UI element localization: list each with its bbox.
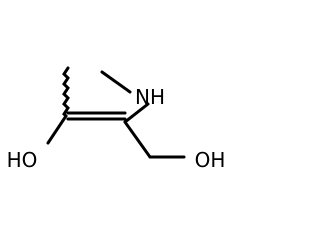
bond-nitrogen-carbon [123,102,150,124]
hydroxyl-left-label: HO [7,148,38,172]
bond-methyl-nitrogen [100,70,132,94]
wavy-bond-methyl [62,66,70,118]
nitrogen-label: NH [135,85,165,109]
hydroxyl-right-label: OH [195,148,226,172]
molecule-structure: NH HO OH [7,66,226,172]
bond-carbon-methylene [123,120,152,159]
bond-carbon-hydroxyl [46,114,68,145]
